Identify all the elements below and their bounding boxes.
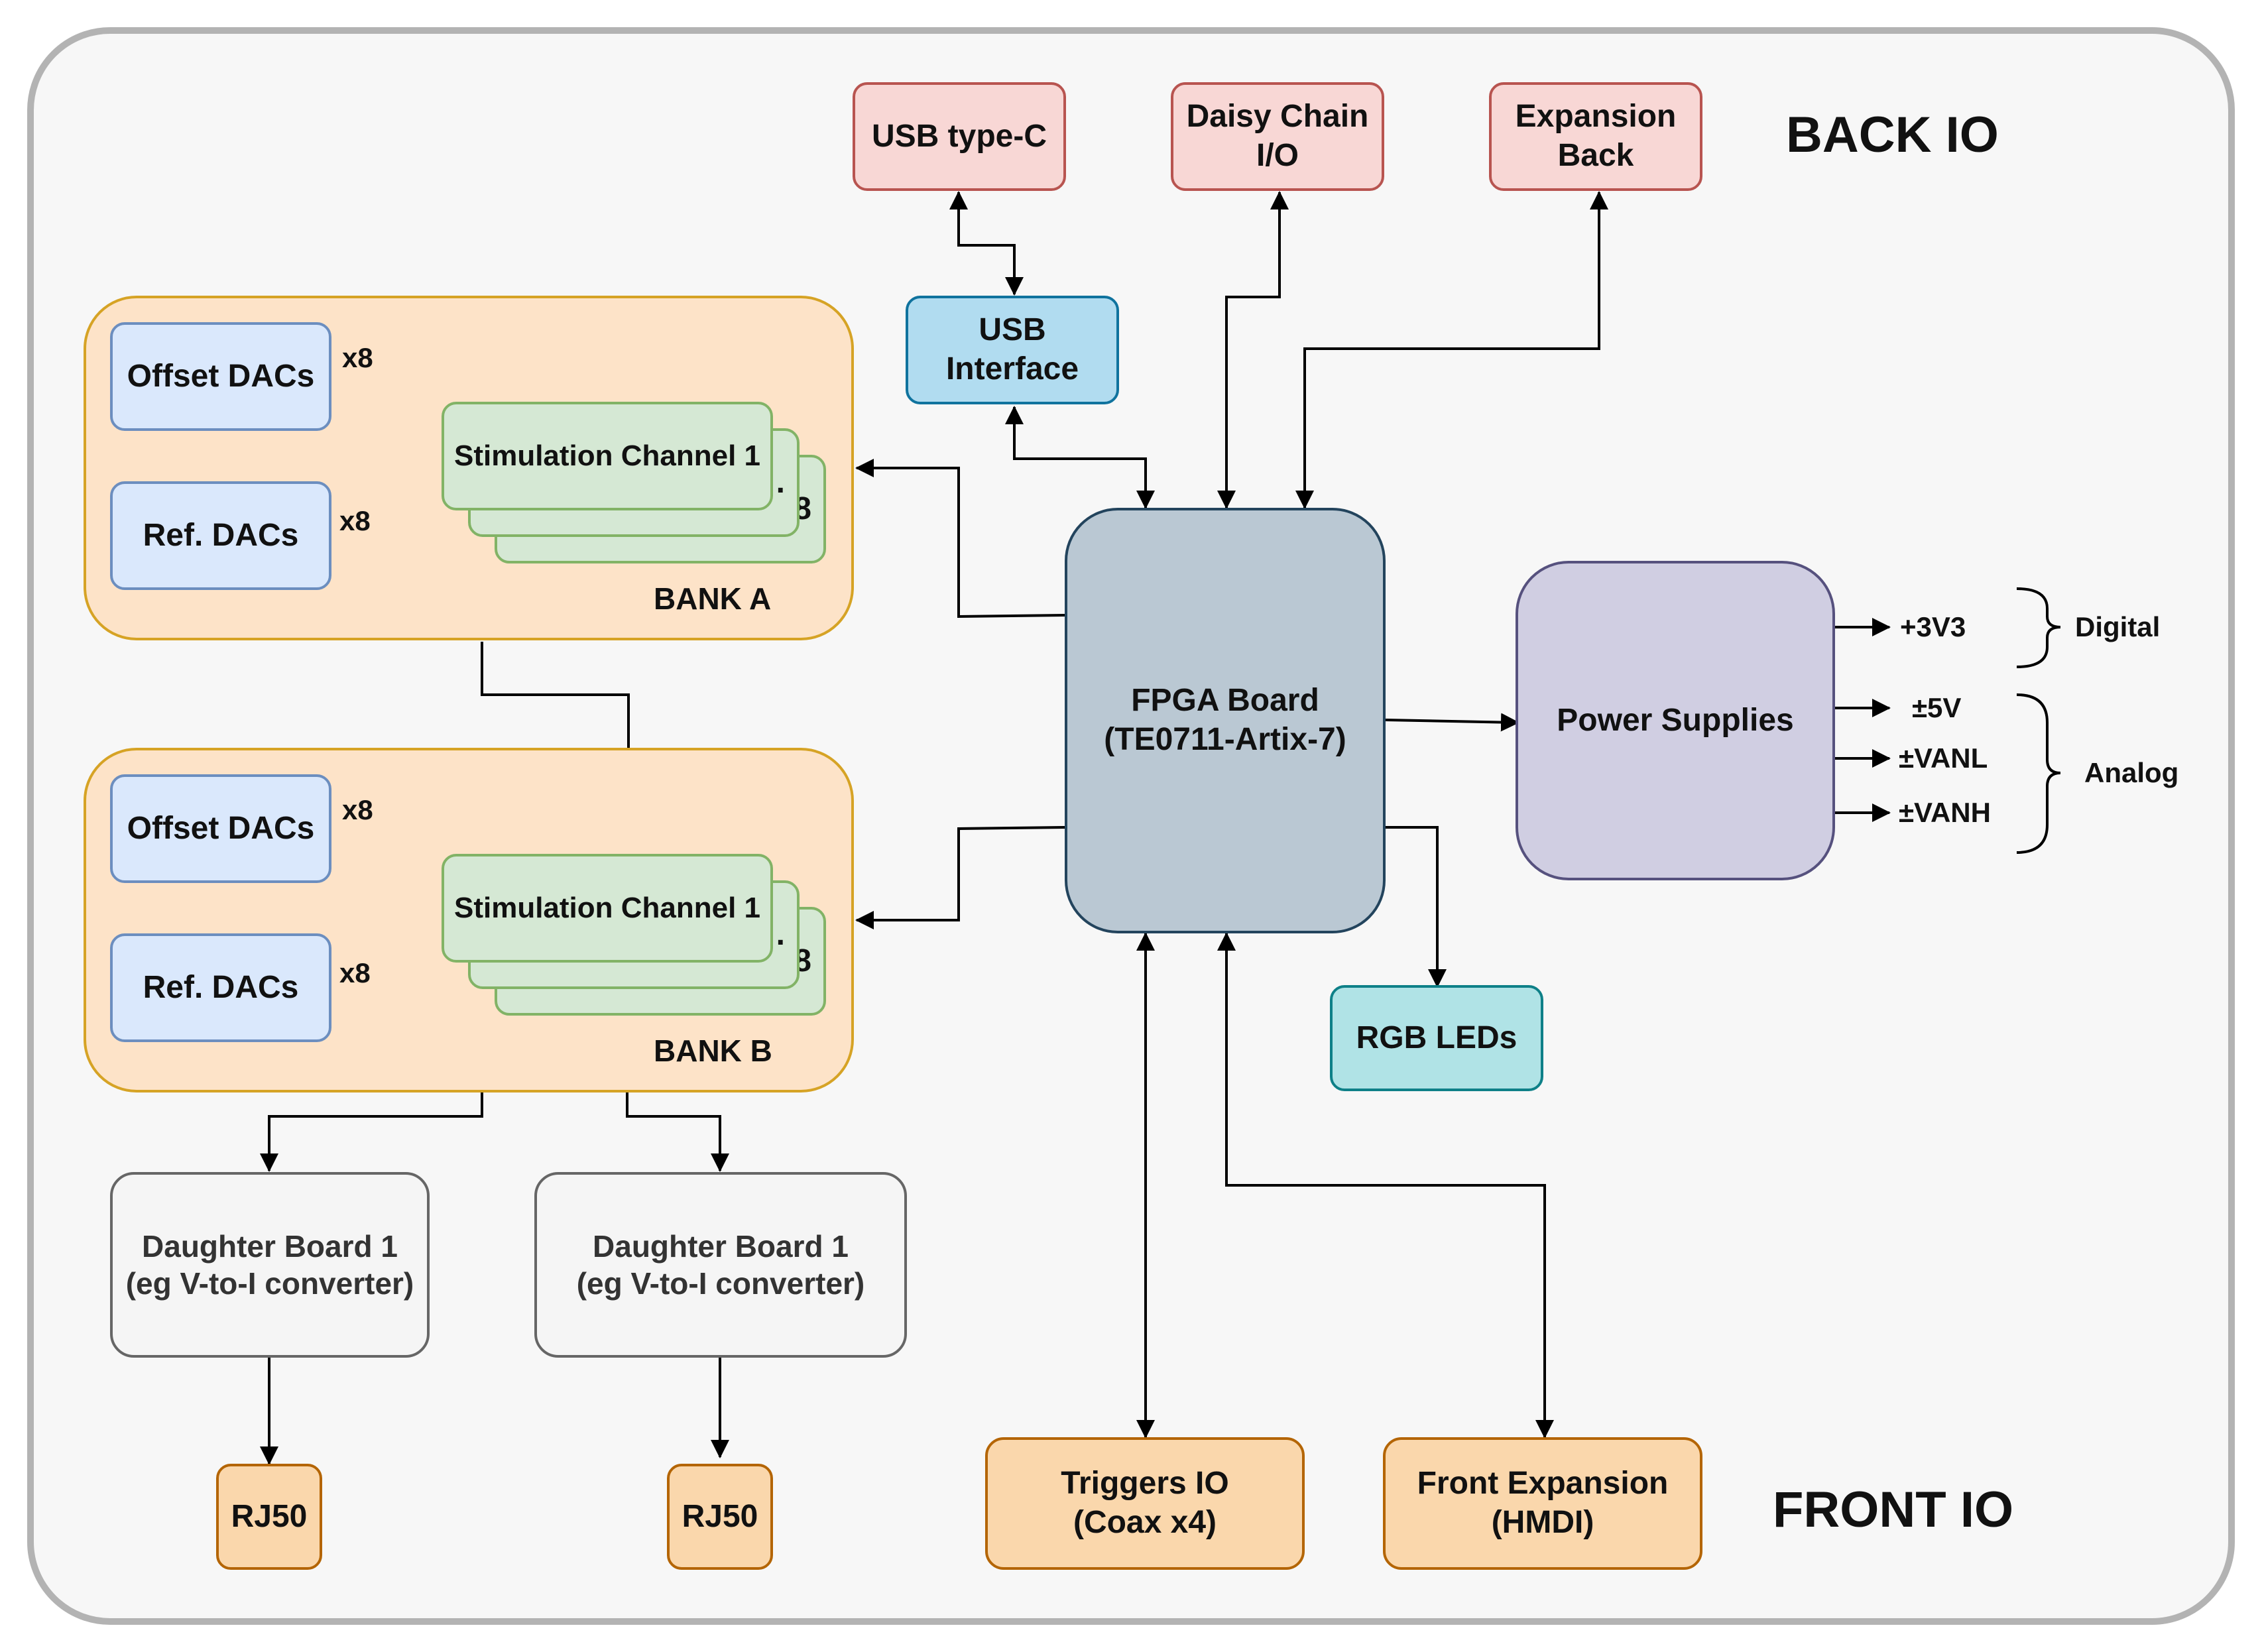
- usb-interface: USB Interface: [906, 296, 1119, 404]
- daughter-board-right: Daughter Board 1 (eg V-to-I converter): [534, 1172, 907, 1358]
- analog-brace: [2016, 693, 2061, 854]
- daughter-board-left: Daughter Board 1 (eg V-to-I converter): [110, 1172, 430, 1358]
- bank-a-channel-mid-text: .: [776, 464, 785, 500]
- rail-vanh: ±VANH: [1899, 797, 1991, 828]
- bank-b-ref-dacs: Ref. DACs: [110, 933, 331, 1042]
- link-bankb-db2: [626, 1092, 729, 1172]
- expansion-back-port: Expansion Back: [1489, 82, 1702, 191]
- bank-a-ref-mult: x8: [339, 505, 371, 536]
- link-usbif-fpga: [1005, 406, 1155, 509]
- link-fpga-banka: [855, 459, 1065, 619]
- bank-a-title: BANK A: [654, 581, 772, 616]
- front-io-label: FRONT IO: [1773, 1482, 2014, 1538]
- rj50-right: RJ50: [667, 1464, 773, 1570]
- link-fpga-daisy: [1217, 191, 1289, 509]
- rgb-leds: RGB LEDs: [1330, 985, 1543, 1091]
- power-supplies: Power Supplies: [1516, 561, 1835, 880]
- link-bankb-db1: [260, 1092, 483, 1172]
- bank-a-offset-mult: x8: [342, 342, 373, 373]
- digital-label: Digital: [2075, 611, 2161, 642]
- link-fpga-power: [1385, 713, 1519, 732]
- rail-5v: ±5V: [1912, 692, 1962, 723]
- bank-b-stimulation-channel-1: Stimulation Channel 1: [442, 854, 773, 963]
- link-fpga-expback: [1295, 191, 1608, 509]
- bank-b-offset-mult: x8: [342, 794, 373, 825]
- bank-a-ref-dacs: Ref. DACs: [110, 481, 331, 590]
- bank-a-stimulation-channel-1: Stimulation Channel 1: [442, 402, 773, 510]
- link-fpga-bankb: [855, 826, 1065, 929]
- analog-label: Analog: [2084, 757, 2179, 788]
- digital-brace: [2016, 587, 2061, 668]
- back-io-label: BACK IO: [1786, 107, 1999, 163]
- front-expansion: Front Expansion (HMDI): [1383, 1437, 1702, 1570]
- usb-type-c-port: USB type-C: [853, 82, 1066, 191]
- triggers-io: Triggers IO (Coax x4): [985, 1437, 1305, 1570]
- bank-a-offset-dacs: Offset DACs: [110, 322, 331, 431]
- daisy-chain-io-port: Daisy Chain I/O: [1171, 82, 1384, 191]
- bank-b-offset-dacs: Offset DACs: [110, 774, 331, 883]
- bank-b-title: BANK B: [654, 1033, 772, 1068]
- fpga-board: FPGA Board (TE0711-Artix-7): [1065, 508, 1386, 933]
- rj50-left: RJ50: [216, 1464, 322, 1570]
- link-usbc-usbif: [949, 191, 1024, 296]
- rail-vanl: ±VANL: [1899, 742, 1988, 774]
- bank-b-ref-mult: x8: [339, 957, 371, 988]
- link-fpga-frontexp: [1217, 932, 1554, 1439]
- rail-3v3: +3V3: [1900, 611, 1966, 642]
- bank-b-channel-mid-text: .: [776, 916, 785, 952]
- link-banka-bankb: [481, 642, 630, 748]
